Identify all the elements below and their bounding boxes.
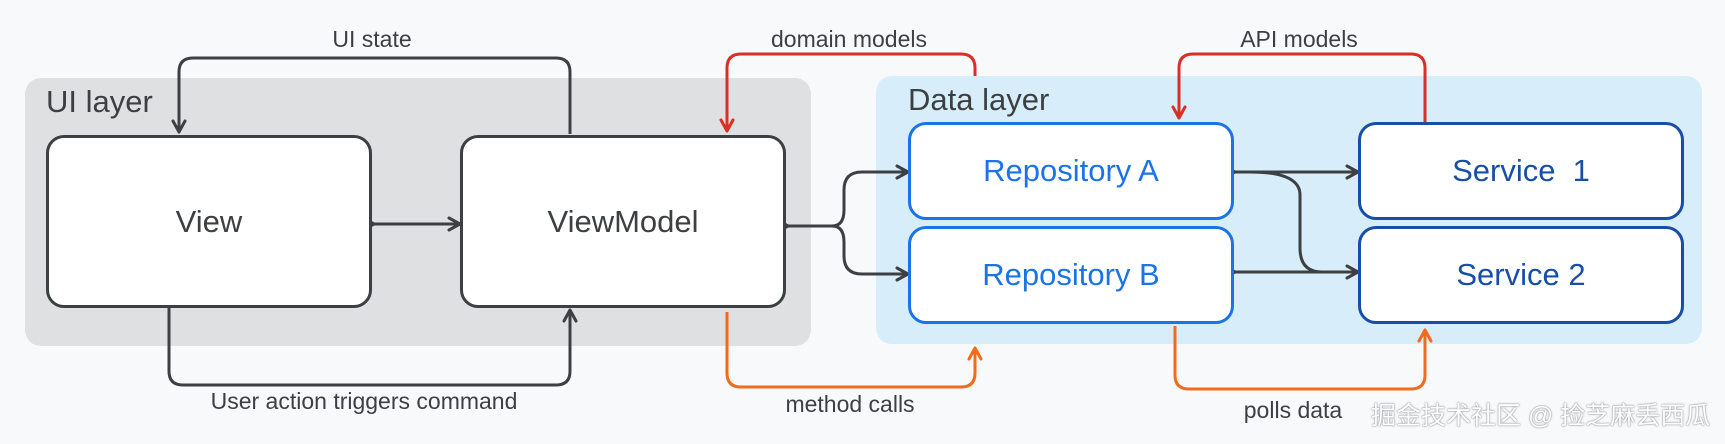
repository-b-box: Repository B — [908, 226, 1234, 324]
view-box: View — [46, 135, 372, 308]
domain-models-arrow — [719, 52, 977, 133]
user-action-label: User action triggers command — [210, 388, 518, 414]
service-2-label: Service 2 — [1456, 257, 1586, 292]
viewmodel-repo-a-arrow — [831, 164, 910, 228]
view-label: View — [175, 203, 243, 239]
polls-data-arrow — [1173, 326, 1433, 391]
ui-layer-title: UI layer — [46, 84, 153, 119]
service-2-box: Service 2 — [1358, 226, 1684, 324]
service-1-box: Service 1 — [1358, 122, 1684, 220]
data-layer-title: Data layer — [908, 82, 1050, 117]
repository-a-label: Repository A — [983, 153, 1159, 188]
watermark-text: 掘金技术社区 @ 捡芝麻丢西瓜 — [1371, 402, 1711, 430]
ui-state-arrow — [171, 56, 572, 134]
api-models-arrow — [1171, 52, 1427, 122]
method-calls-arrow — [725, 312, 983, 389]
repository-b-label: Repository B — [982, 257, 1160, 292]
method-calls-label: method calls — [785, 391, 915, 417]
viewmodel-repo-b-arrow — [831, 224, 910, 282]
repo-a-service-2-cross-arrow — [1249, 170, 1323, 274]
api-models-label: API models — [1240, 26, 1358, 52]
repository-a-box: Repository A — [908, 122, 1234, 220]
viewmodel-box: ViewModel — [460, 135, 786, 308]
service-1-label: Service 1 — [1452, 153, 1590, 188]
polls-data-label: polls data — [1243, 397, 1343, 423]
ui-state-label: UI state — [332, 26, 412, 52]
viewmodel-label: ViewModel — [547, 203, 699, 239]
domain-models-label: domain models — [771, 26, 927, 52]
user-action-arrow — [167, 308, 578, 387]
